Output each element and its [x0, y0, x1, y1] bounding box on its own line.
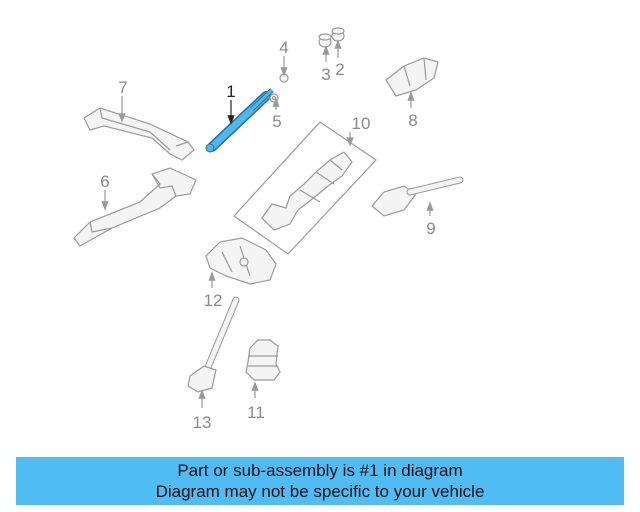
callout-4[interactable]: 4	[279, 38, 288, 57]
part-11-boot[interactable]	[245, 339, 281, 381]
callout-9[interactable]: 9	[426, 219, 435, 238]
part-2-cap[interactable]	[331, 27, 345, 42]
part-1-shaft[interactable]	[205, 88, 274, 153]
callout-5[interactable]: 5	[272, 112, 281, 131]
part-4-nut[interactable]	[279, 73, 289, 83]
part-9-shaft-joint[interactable]	[371, 176, 464, 217]
part-10-column-assembly[interactable]	[233, 121, 377, 255]
callout-11[interactable]: 11	[247, 403, 265, 422]
banner-line-2: Diagram may not be specific to your vehi…	[155, 482, 485, 501]
callout-2[interactable]: 2	[335, 60, 344, 79]
part-6-bracket[interactable]	[73, 167, 197, 247]
parts-diagram: 1 2 3 4 5 6 7 8 9 10 11 12 13	[73, 27, 464, 432]
part-13-intermediate-shaft[interactable]	[187, 296, 240, 393]
callout-1[interactable]: 1	[226, 82, 235, 101]
part-7-bracket[interactable]	[83, 107, 195, 161]
part-8-joint[interactable]	[385, 57, 439, 97]
part-3-bushing[interactable]	[318, 33, 332, 48]
part-5-washer[interactable]	[269, 93, 279, 103]
callout-6[interactable]: 6	[100, 172, 109, 191]
callout-leaders	[101, 39, 434, 408]
info-banner: Part or sub-assembly is #1 in diagram Di…	[16, 457, 624, 505]
callout-13[interactable]: 13	[193, 413, 212, 432]
callout-10[interactable]: 10	[352, 114, 371, 133]
callout-3[interactable]: 3	[321, 65, 330, 84]
banner-line-1: Part or sub-assembly is #1 in diagram	[177, 461, 463, 480]
part-12-cover[interactable]	[205, 237, 277, 285]
callout-7[interactable]: 7	[118, 78, 127, 97]
callout-8[interactable]: 8	[408, 111, 417, 130]
callout-12[interactable]: 12	[204, 291, 223, 310]
